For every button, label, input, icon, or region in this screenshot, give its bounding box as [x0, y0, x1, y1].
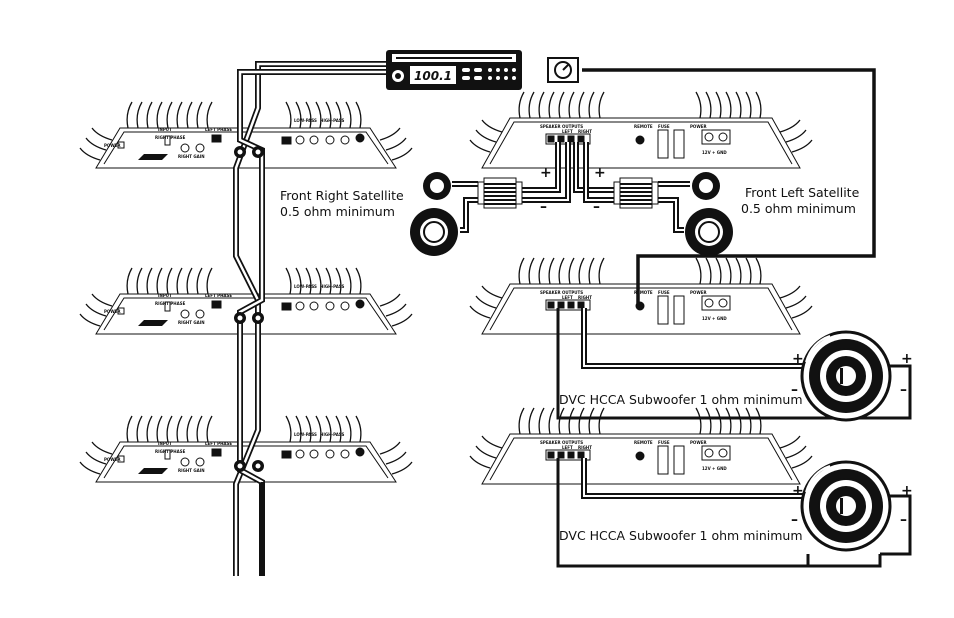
amplifier-right-sub-1 [469, 257, 813, 335]
polarity-plus-sub1-left: + [792, 351, 804, 367]
head-unit-display: 100.1 [414, 69, 452, 83]
polarity-minus-sub1-left: – [791, 382, 798, 398]
satellite-wiring [452, 142, 690, 233]
polarity-plus-sat-right: + [540, 165, 552, 181]
front-right-satellite-title: Front Right Satellite [280, 188, 404, 203]
remote-control-knob [547, 57, 579, 83]
remote-wire [582, 68, 876, 306]
tweeter-left [692, 172, 720, 200]
polarity-minus-sat-right: – [540, 199, 547, 215]
polarity-minus-sub2-left: – [791, 512, 798, 528]
polarity-plus-sub2-right: + [901, 483, 913, 499]
polarity-plus-sub1-right: + [901, 351, 913, 367]
polarity-minus-sub1-right: – [900, 382, 907, 398]
midrange-left [685, 208, 733, 256]
head-unit: 100.1 [386, 50, 522, 90]
subwoofer-2-label: DVC HCCA Subwoofer 1 ohm minimum [559, 528, 803, 543]
polarity-minus-sub2-right: – [900, 512, 907, 528]
midrange-right [410, 208, 458, 256]
crossover-left [613, 177, 659, 209]
sub-2-wiring [556, 458, 912, 568]
polarity-minus-sat-left: – [593, 199, 600, 215]
front-right-satellite-spec: 0.5 ohm minimum [280, 204, 395, 219]
polarity-plus-sub2-left: + [792, 483, 804, 499]
subwoofer-1 [800, 330, 892, 422]
tweeter-right [423, 172, 451, 200]
subwoofer-2 [800, 460, 892, 552]
front-left-satellite-title: Front Left Satellite [745, 185, 860, 200]
amplifier-right-satellites [469, 91, 813, 169]
polarity-plus-sat-left: + [594, 165, 606, 181]
front-left-satellite-spec: 0.5 ohm minimum [741, 201, 856, 216]
subwoofer-1-label: DVC HCCA Subwoofer 1 ohm minimum [559, 392, 803, 407]
sub-1-wiring [556, 308, 912, 420]
crossover-right [477, 177, 523, 209]
